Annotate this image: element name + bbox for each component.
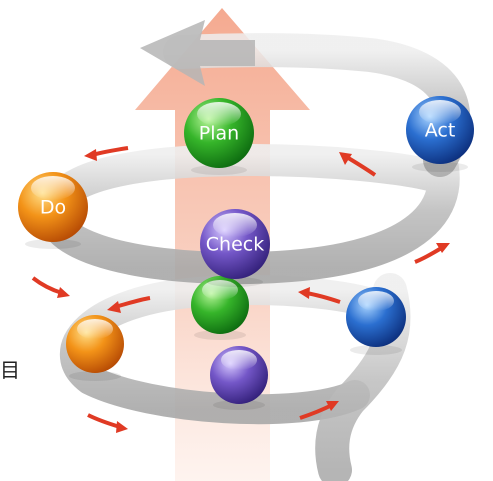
cycle-arrow	[339, 152, 377, 177]
cycle-arrow	[107, 296, 151, 313]
do-label: Do	[40, 197, 66, 219]
lower-act-sphere	[346, 287, 406, 355]
act-node: Act	[406, 96, 474, 172]
check-label: Check	[206, 234, 264, 256]
edge-text-fragment: 目	[0, 358, 20, 382]
spiral-arrowhead	[140, 20, 255, 86]
act-label: Act	[425, 120, 456, 142]
plan-node: Plan	[184, 98, 254, 175]
cycle-arrow	[31, 276, 70, 298]
do-node: Do	[18, 172, 88, 249]
cycle-arrow	[84, 146, 129, 161]
cycle-arrows	[31, 146, 450, 433]
lower-check-sphere	[210, 346, 268, 410]
lower-plan-sphere	[191, 276, 249, 340]
plan-label: Plan	[199, 123, 239, 145]
cycle-arrow	[299, 401, 339, 420]
cycle-arrow	[87, 413, 128, 433]
lower-do-sphere	[66, 315, 124, 381]
cycle-arrow	[298, 287, 341, 304]
check-node: Check	[200, 209, 270, 287]
cycle-arrow	[414, 243, 450, 264]
